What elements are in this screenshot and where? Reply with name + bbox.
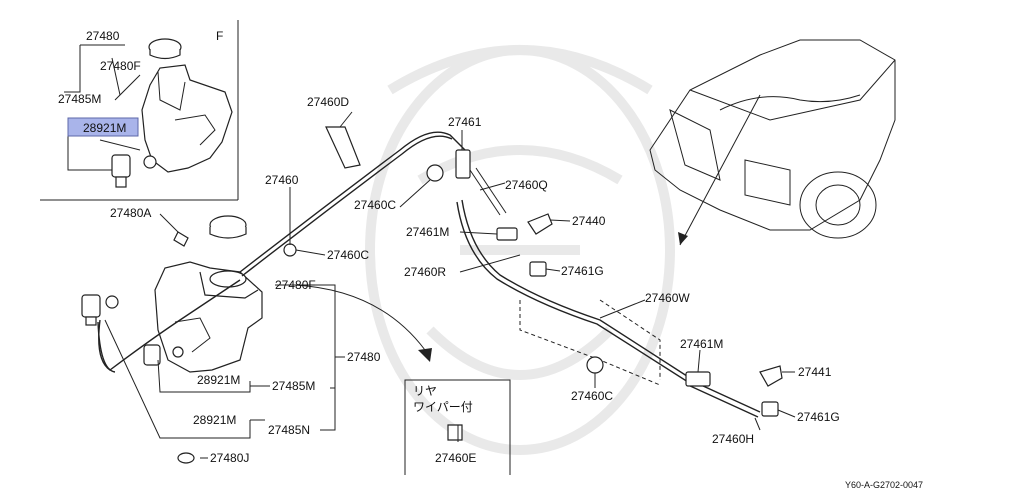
rear-box-line1: リヤ — [413, 384, 437, 398]
fittings — [283, 126, 783, 441]
label-27480: 27480 — [347, 350, 381, 364]
watermark-emblem — [365, 45, 675, 455]
clip-27460C-a — [426, 164, 444, 182]
clip-27460C-b — [283, 243, 297, 257]
label-27461G-a: 27461G — [561, 264, 604, 278]
label-27460Q: 27460Q — [505, 178, 548, 192]
label-27461: 27461 — [448, 115, 482, 129]
inset-panel: F 27480 27480F 27485M 28921M — [40, 20, 239, 201]
inset-corner-letter: F — [216, 29, 223, 43]
pump-motor-upper — [81, 294, 101, 318]
rear-wiper-box: リヤ ワイパー付 27460E — [404, 379, 511, 475]
label-27460W: 27460W — [645, 291, 690, 305]
label-27461M-a: 27461M — [406, 225, 449, 239]
label-27460: 27460 — [265, 173, 299, 187]
inset-label-28921M: 28921M — [83, 121, 126, 135]
label-28921M-b: 28921M — [193, 413, 236, 427]
diagram-code: Y60-A-G2702-0047 — [845, 480, 923, 490]
joint-27461M-a — [496, 227, 518, 241]
nozzle-27441 — [759, 365, 783, 387]
inset-pump-motor — [111, 154, 131, 178]
nozzle-27440 — [527, 213, 553, 235]
joint-27461M-b — [685, 371, 711, 387]
label-28921M-a: 28921M — [197, 373, 240, 387]
rear-box-line2: ワイパー付 — [413, 400, 473, 414]
pump-grommet-lower — [172, 346, 184, 358]
label-27460R: 27460R — [404, 265, 446, 279]
label-27460C-a: 27460C — [354, 198, 396, 212]
bolt-27480A — [173, 231, 189, 247]
label-27485M: 27485M — [272, 379, 315, 393]
label-27440: 27440 — [572, 214, 606, 228]
hose-lines — [97, 131, 761, 418]
clip-27480J — [177, 452, 195, 464]
washer-tank-assembly — [81, 215, 263, 464]
check-valve-27461 — [455, 149, 471, 179]
inset-label-27480: 27480 — [86, 29, 120, 43]
label-27441: 27441 — [798, 365, 832, 379]
label-27461G-b: 27461G — [797, 410, 840, 424]
label-27480A: 27480A — [110, 206, 151, 220]
vehicle-sketch — [649, 39, 896, 246]
elbow-27461G-b — [761, 401, 779, 417]
inset-label-27480F: 27480F — [100, 59, 141, 73]
label-27460D: 27460D — [307, 95, 349, 109]
label-27480J: 27480J — [210, 451, 249, 465]
label-27460H: 27460H — [712, 432, 754, 446]
label-27460C-c: 27460C — [571, 389, 613, 403]
label-27460C-b: 27460C — [327, 248, 369, 262]
clip-27460C-c — [586, 356, 604, 374]
leader-lines — [104, 111, 796, 459]
grommet-27460D — [325, 126, 361, 169]
label-27461M-b: 27461M — [680, 337, 723, 351]
inset-highlight-28921M — [67, 117, 139, 137]
part-labels: 27460D 27461 27460 27460C 27460Q 27480A … — [110, 95, 840, 465]
inset-grommet — [143, 155, 157, 169]
label-27460E: 27460E — [435, 451, 476, 465]
label-27485N: 27485N — [268, 423, 310, 437]
pump-motor-lower — [143, 344, 161, 366]
pump-grommet-upper — [105, 295, 119, 309]
clip-27460E — [447, 424, 463, 441]
inset-label-27485M: 27485M — [58, 92, 101, 106]
tank-neck — [209, 270, 247, 288]
label-27480F: 27480F — [275, 278, 316, 292]
elbow-27461G-a — [529, 261, 547, 277]
